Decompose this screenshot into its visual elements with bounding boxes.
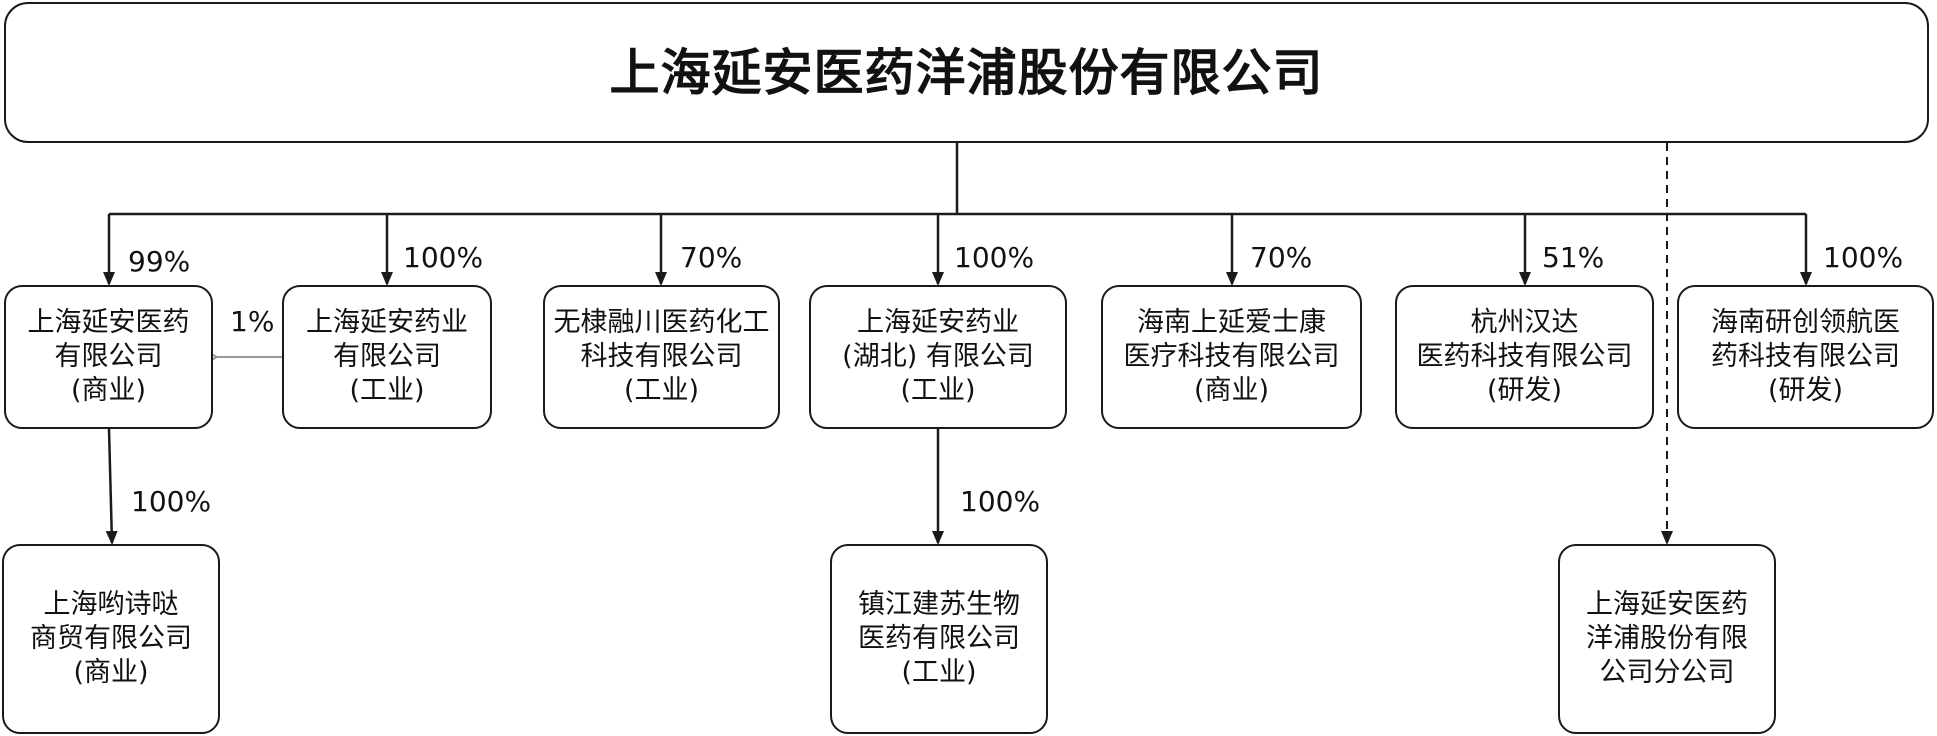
cross-share-label: 1% bbox=[230, 305, 275, 338]
share-label: 100% bbox=[954, 241, 1035, 274]
share-label: 100% bbox=[1823, 241, 1904, 274]
company-type-label: (工业) bbox=[349, 375, 425, 406]
branch-name-line: 上海延安医药 bbox=[1586, 589, 1748, 620]
share-label: 51% bbox=[1542, 241, 1605, 274]
company-type-label: (商业) bbox=[73, 657, 149, 688]
share-label: 100% bbox=[131, 485, 212, 518]
subsidiary-node: 上海哟诗哒 商贸有限公司 (商业) bbox=[2, 544, 220, 734]
company-name-line: 药科技有限公司 bbox=[1711, 341, 1900, 372]
company-type-label: (工业) bbox=[623, 375, 700, 406]
subsidiary-node: 镇江建苏生物 医药有限公司 (工业) bbox=[830, 544, 1048, 734]
company-node: 无棣融川医药化工 科技有限公司 (工业) bbox=[543, 285, 780, 429]
company-type-label: (研发) bbox=[1486, 375, 1563, 406]
company-type-label: (工业) bbox=[900, 375, 976, 406]
company-name-line: 医药有限公司 bbox=[858, 623, 1020, 654]
company-type-label: (商业) bbox=[1193, 375, 1270, 406]
company-name-line: (湖北) 有限公司 bbox=[842, 341, 1034, 372]
share-label: 70% bbox=[680, 241, 743, 274]
company-name-line: 上海延安药业 bbox=[857, 307, 1019, 338]
company-name-line: 镇江建苏生物 bbox=[858, 589, 1020, 620]
company-name-line: 科技有限公司 bbox=[580, 341, 743, 372]
company-name-line: 上海延安药业 bbox=[306, 307, 468, 338]
company-node: 上海延安药业 (湖北) 有限公司 (工业) bbox=[809, 285, 1067, 429]
company-name-line: 上海延安医药 bbox=[27, 307, 190, 338]
company-name-line: 有限公司 bbox=[333, 341, 441, 372]
company-node: 海南上延爱士康 医疗科技有限公司 (商业) bbox=[1101, 285, 1362, 429]
company-name-line: 杭州汉达 bbox=[1470, 307, 1579, 338]
company-name-line: 商贸有限公司 bbox=[30, 623, 192, 654]
branch-name-line: 洋浦股份有限 bbox=[1586, 623, 1748, 654]
company-name-line: 无棣融川医药化工 bbox=[553, 307, 770, 338]
share-label: 100% bbox=[960, 485, 1041, 518]
company-name-line: 海南研创领航医 bbox=[1711, 307, 1900, 338]
company-type-label: (工业) bbox=[901, 657, 977, 688]
root-company-name: 上海延安医药洋浦股份有限公司 bbox=[609, 43, 1324, 102]
branch-name-line: 公司分公司 bbox=[1599, 657, 1735, 688]
share-label: 70% bbox=[1250, 241, 1313, 274]
drop-subsidiary-1 bbox=[105, 428, 118, 545]
company-name-line: 有限公司 bbox=[54, 341, 163, 372]
company-name-line: 海南上延爱士康 bbox=[1137, 307, 1326, 338]
branch-node: 上海延安医药 洋浦股份有限 公司分公司 bbox=[1558, 544, 1776, 734]
company-node: 上海延安药业 有限公司 (工业) bbox=[282, 285, 492, 429]
share-label: 100% bbox=[403, 241, 484, 274]
company-type-label: (研发) bbox=[1767, 375, 1844, 406]
company-name-line: 医疗科技有限公司 bbox=[1123, 341, 1340, 372]
company-node: 海南研创领航医 药科技有限公司 (研发) bbox=[1677, 285, 1934, 429]
company-node: 杭州汉达 医药科技有限公司 (研发) bbox=[1395, 285, 1654, 429]
company-name-line: 上海哟诗哒 bbox=[43, 589, 179, 620]
company-type-label: (商业) bbox=[70, 375, 147, 406]
company-name-line: 医药科技有限公司 bbox=[1416, 341, 1633, 372]
root-company: 上海延安医药洋浦股份有限公司 bbox=[4, 2, 1929, 143]
company-node: 上海延安医药 有限公司 (商业) bbox=[4, 285, 213, 429]
share-label: 99% bbox=[128, 245, 191, 278]
